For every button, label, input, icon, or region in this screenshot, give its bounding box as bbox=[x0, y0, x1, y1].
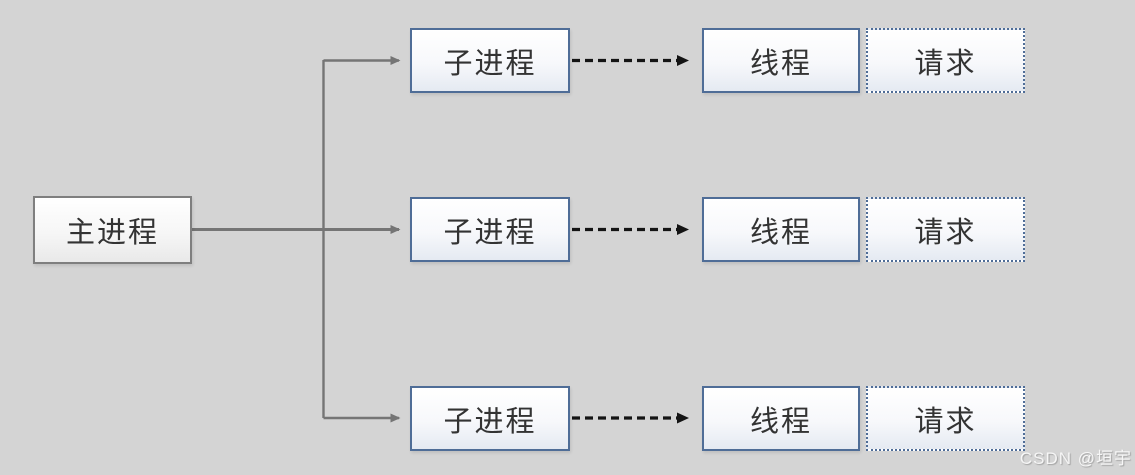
thread-label: 线程 bbox=[749, 405, 812, 438]
child-process-label: 子进程 bbox=[443, 405, 537, 438]
thread-node-1: 线程 bbox=[702, 28, 860, 93]
child-process-node-3: 子进程 bbox=[410, 386, 570, 451]
request-label: 请求 bbox=[914, 47, 977, 80]
request-node-1: 请求 bbox=[866, 28, 1025, 93]
request-label: 请求 bbox=[914, 405, 977, 438]
main-process-label: 主进程 bbox=[65, 217, 159, 249]
main-process-node: 主进程 bbox=[33, 196, 192, 264]
csdn-watermark: CSDN @垣宇 bbox=[1019, 449, 1132, 468]
thread-label: 线程 bbox=[749, 47, 812, 80]
thread-label: 线程 bbox=[749, 216, 812, 249]
thread-node-3: 线程 bbox=[702, 386, 860, 451]
thread-node-2: 线程 bbox=[702, 197, 860, 262]
child-process-label: 子进程 bbox=[443, 47, 537, 80]
child-process-node-1: 子进程 bbox=[410, 28, 570, 93]
request-node-3: 请求 bbox=[866, 386, 1025, 451]
request-label: 请求 bbox=[914, 216, 977, 249]
child-process-node-2: 子进程 bbox=[410, 197, 570, 262]
request-node-2: 请求 bbox=[866, 197, 1025, 262]
child-process-label: 子进程 bbox=[443, 216, 537, 249]
